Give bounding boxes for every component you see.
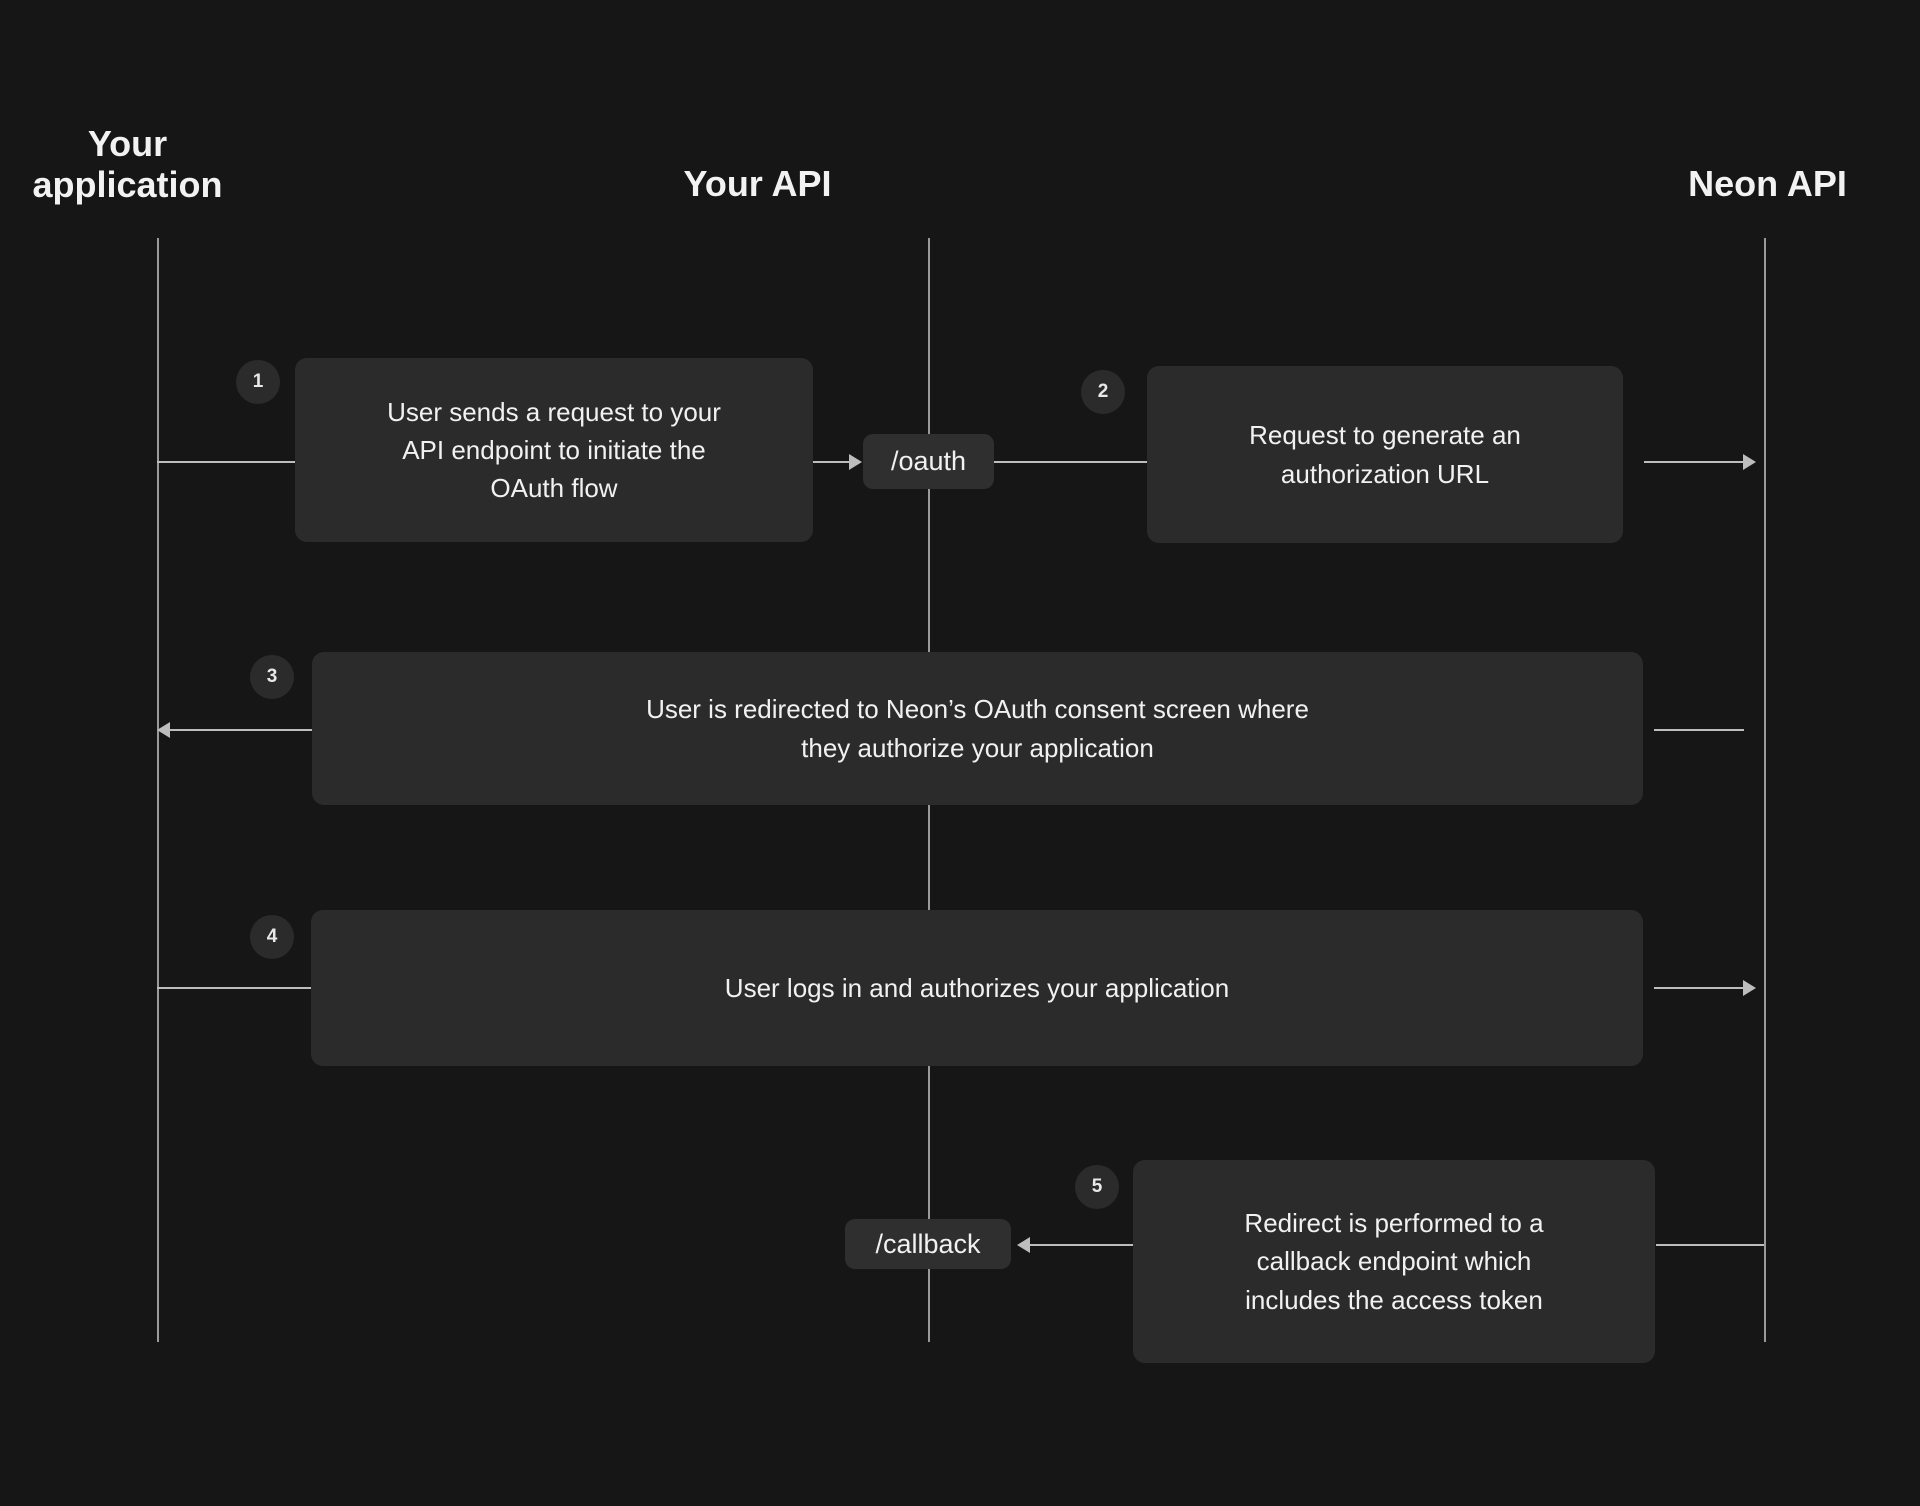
step-box-2: Request to generate an authorization URL (1147, 366, 1623, 543)
step-box-3: User is redirected to Neon’s OAuth conse… (312, 652, 1643, 805)
connector-step-5-left (1029, 1244, 1137, 1246)
step-text-3: User is redirected to Neon’s OAuth conse… (646, 694, 1309, 763)
step-text-2: Request to generate an authorization URL (1249, 420, 1521, 489)
endpoint-chip-oauth[interactable]: /oauth (863, 434, 994, 489)
connector-step-2-left (994, 461, 1147, 463)
lifeline-neon-api (1764, 238, 1766, 1342)
actor-label-your-application: Your application (32, 123, 223, 205)
step-text-5: Redirect is performed to a callback endp… (1244, 1208, 1544, 1315)
step-badge-2: 2 (1081, 370, 1125, 414)
connector-step-3-left (169, 729, 313, 731)
lifeline-your-application (157, 238, 159, 1342)
step-box-4: User logs in and authorizes your applica… (311, 910, 1643, 1066)
step-text-1: User sends a request to your API endpoin… (387, 396, 721, 504)
connector-step-5-right (1656, 1244, 1764, 1246)
arrowhead-step-1-right (849, 454, 862, 470)
arrowhead-step-5-left (1017, 1237, 1030, 1253)
connector-step-1-to-oauth (813, 461, 850, 463)
step-badge-4: 4 (250, 915, 294, 959)
arrowhead-step-2-right (1743, 454, 1756, 470)
step-box-1: User sends a request to your API endpoin… (295, 358, 813, 542)
connector-step-4-right (1654, 987, 1744, 989)
connector-step-3-right (1654, 729, 1744, 731)
endpoint-chip-callback[interactable]: /callback (845, 1219, 1011, 1269)
step-box-5: Redirect is performed to a callback endp… (1133, 1160, 1655, 1363)
step-badge-1: 1 (236, 360, 280, 404)
arrowhead-step-4-right (1743, 980, 1756, 996)
step-badge-5: 5 (1075, 1165, 1119, 1209)
connector-step-4-left (157, 987, 312, 989)
connector-step-2-right (1644, 461, 1744, 463)
step-text-4: User logs in and authorizes your applica… (724, 972, 1230, 1003)
actor-label-your-api: Your API (683, 163, 832, 204)
arrowhead-step-3-left (157, 722, 170, 738)
connector-step-1-left (157, 461, 297, 463)
step-badge-3: 3 (250, 655, 294, 699)
actor-label-neon-api: Neon API (1688, 163, 1847, 204)
